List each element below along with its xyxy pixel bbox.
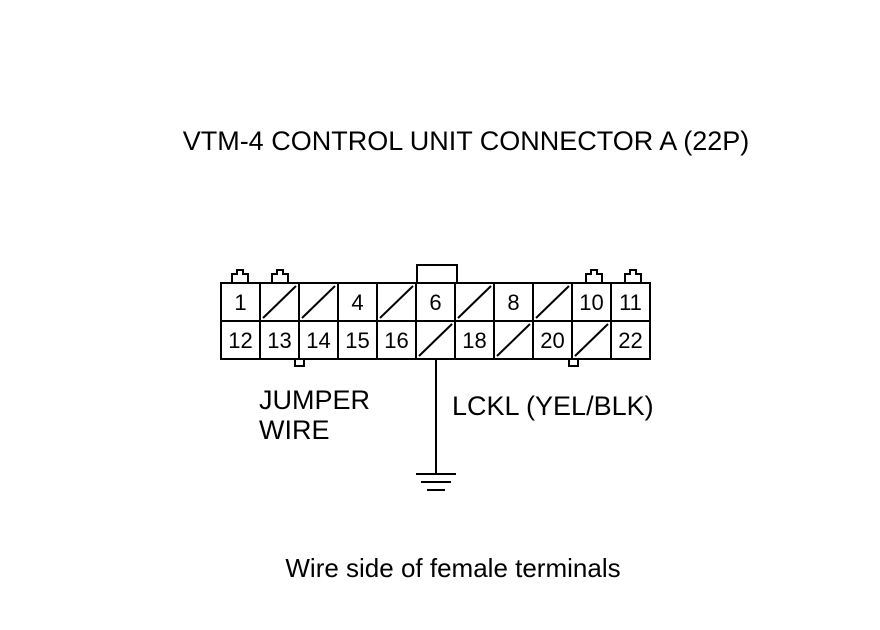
terminal-number: 13	[267, 328, 291, 353]
unused-terminal-slash	[574, 323, 609, 357]
terminal-number: 6	[429, 290, 441, 315]
lckl-wire-label: LCKL (YEL/BLK)	[452, 391, 654, 421]
right-tab-2	[624, 269, 642, 283]
terminal-number: 22	[618, 328, 642, 353]
terminal-number: 1	[234, 290, 246, 315]
terminal-number: 8	[507, 290, 519, 315]
unused-terminal-slash	[535, 285, 570, 319]
center-key	[416, 264, 458, 284]
unused-terminal-slash	[457, 285, 492, 319]
terminal-number: 11	[619, 290, 642, 315]
jumper-label-line1: JUMPER	[259, 385, 370, 415]
right-tab-1	[585, 269, 603, 283]
bottom-tab-left	[294, 359, 305, 367]
terminal-number: 16	[384, 328, 408, 353]
terminal-cell	[610, 282, 651, 322]
bottom-tab-right	[568, 359, 579, 367]
unused-terminal-slash	[418, 323, 453, 357]
unused-terminal-slash	[379, 285, 414, 319]
left-tab-1	[231, 269, 249, 283]
terminal-cell	[454, 320, 495, 360]
jumper-label-line2: WIRE	[259, 415, 330, 445]
unused-terminal-slash	[262, 285, 297, 319]
terminal-number: 20	[540, 328, 564, 353]
terminal-number: 12	[228, 328, 252, 353]
ground-symbol-icon	[416, 473, 456, 491]
terminal-number: 18	[462, 328, 486, 353]
terminal-cell	[610, 320, 651, 360]
caption: Wire side of female terminals	[285, 553, 620, 583]
terminal-number: 10	[579, 290, 603, 315]
terminal-cell	[376, 320, 417, 360]
terminal-cell	[337, 282, 378, 322]
terminal-number: 4	[351, 290, 363, 315]
unused-terminal-slash	[496, 323, 531, 357]
left-tab-2	[271, 269, 289, 283]
terminal-number: 14	[306, 328, 330, 353]
terminal-number: 15	[345, 328, 369, 353]
diagram-title: VTM-4 CONTROL UNIT CONNECTOR A (22P)	[183, 126, 750, 156]
terminal-cell	[337, 320, 378, 360]
unused-terminal-slash	[301, 285, 336, 319]
connector-tabs	[231, 264, 642, 284]
terminal-cell	[532, 320, 573, 360]
